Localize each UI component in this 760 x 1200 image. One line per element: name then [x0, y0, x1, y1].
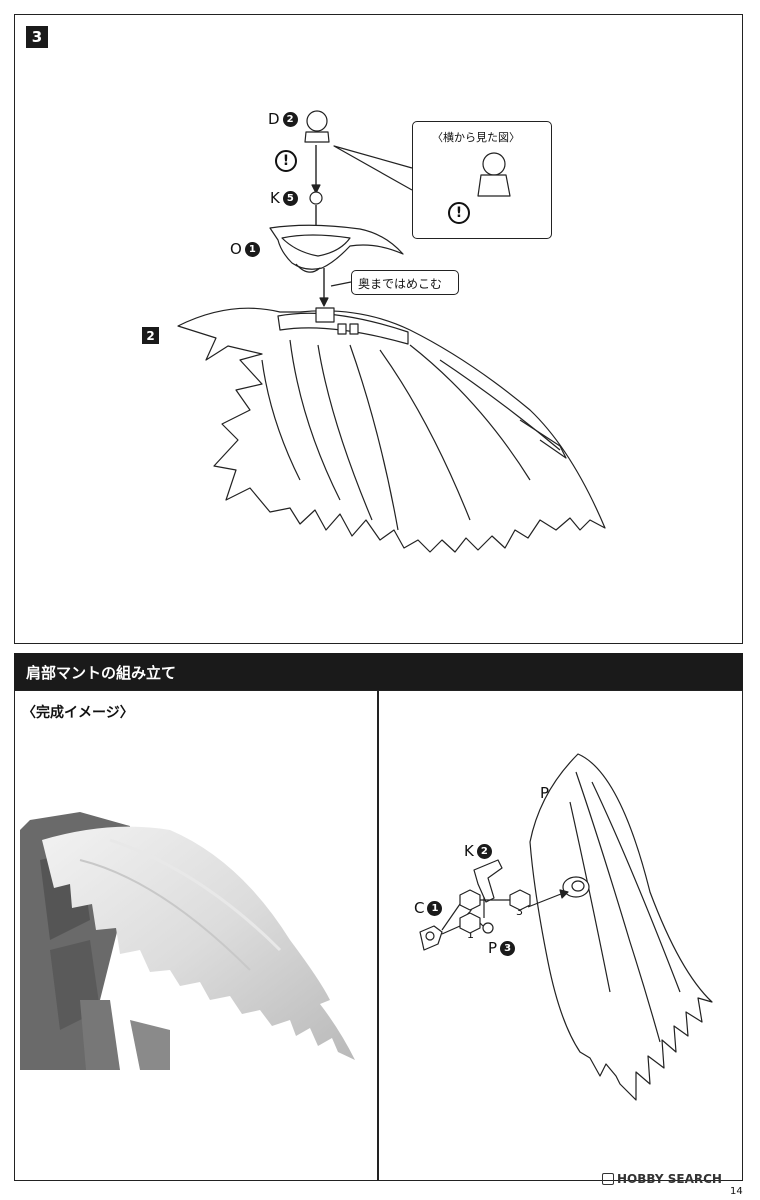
- order-tag-1: 1: [467, 928, 474, 941]
- step-number-badge: 3: [26, 26, 48, 48]
- part-label-d2: D 2: [268, 110, 298, 128]
- part-label-o1: O 1: [230, 240, 260, 258]
- part-label-p3: P 3: [488, 939, 516, 957]
- part-label-k2: K 2: [464, 842, 492, 860]
- completed-image-label: 〈完成イメージ〉: [22, 705, 134, 721]
- page-number: 14: [730, 1186, 743, 1197]
- brand-watermark: HOBBY SEARCH: [602, 1172, 722, 1186]
- order-tag-2: 2: [466, 905, 473, 918]
- side-view-label: 〈横から見た図〉: [432, 131, 520, 144]
- warning-icon: !: [448, 202, 470, 224]
- press-note-callout: [351, 270, 459, 295]
- cape-assembly-illustration: [419, 753, 713, 1101]
- warning-icon: !: [275, 150, 297, 172]
- section-divider: [377, 690, 379, 1181]
- step-3-frame: [14, 14, 743, 644]
- section-title: 肩部マントの組み立て: [14, 653, 743, 691]
- part-label-c1: C 1: [414, 899, 443, 917]
- part-label-k5: K 5: [270, 189, 298, 207]
- order-tag-3: 3: [516, 905, 523, 918]
- step-number: 3: [31, 28, 43, 46]
- subpart-badge: 2: [142, 327, 159, 344]
- step-3-illustration: [177, 110, 606, 553]
- press-note-text: 奥まではめこむ: [358, 277, 443, 291]
- section-frame: [14, 690, 743, 1181]
- completed-cape-photo: [20, 812, 355, 1070]
- hobby-search-logo-icon: [602, 1173, 614, 1185]
